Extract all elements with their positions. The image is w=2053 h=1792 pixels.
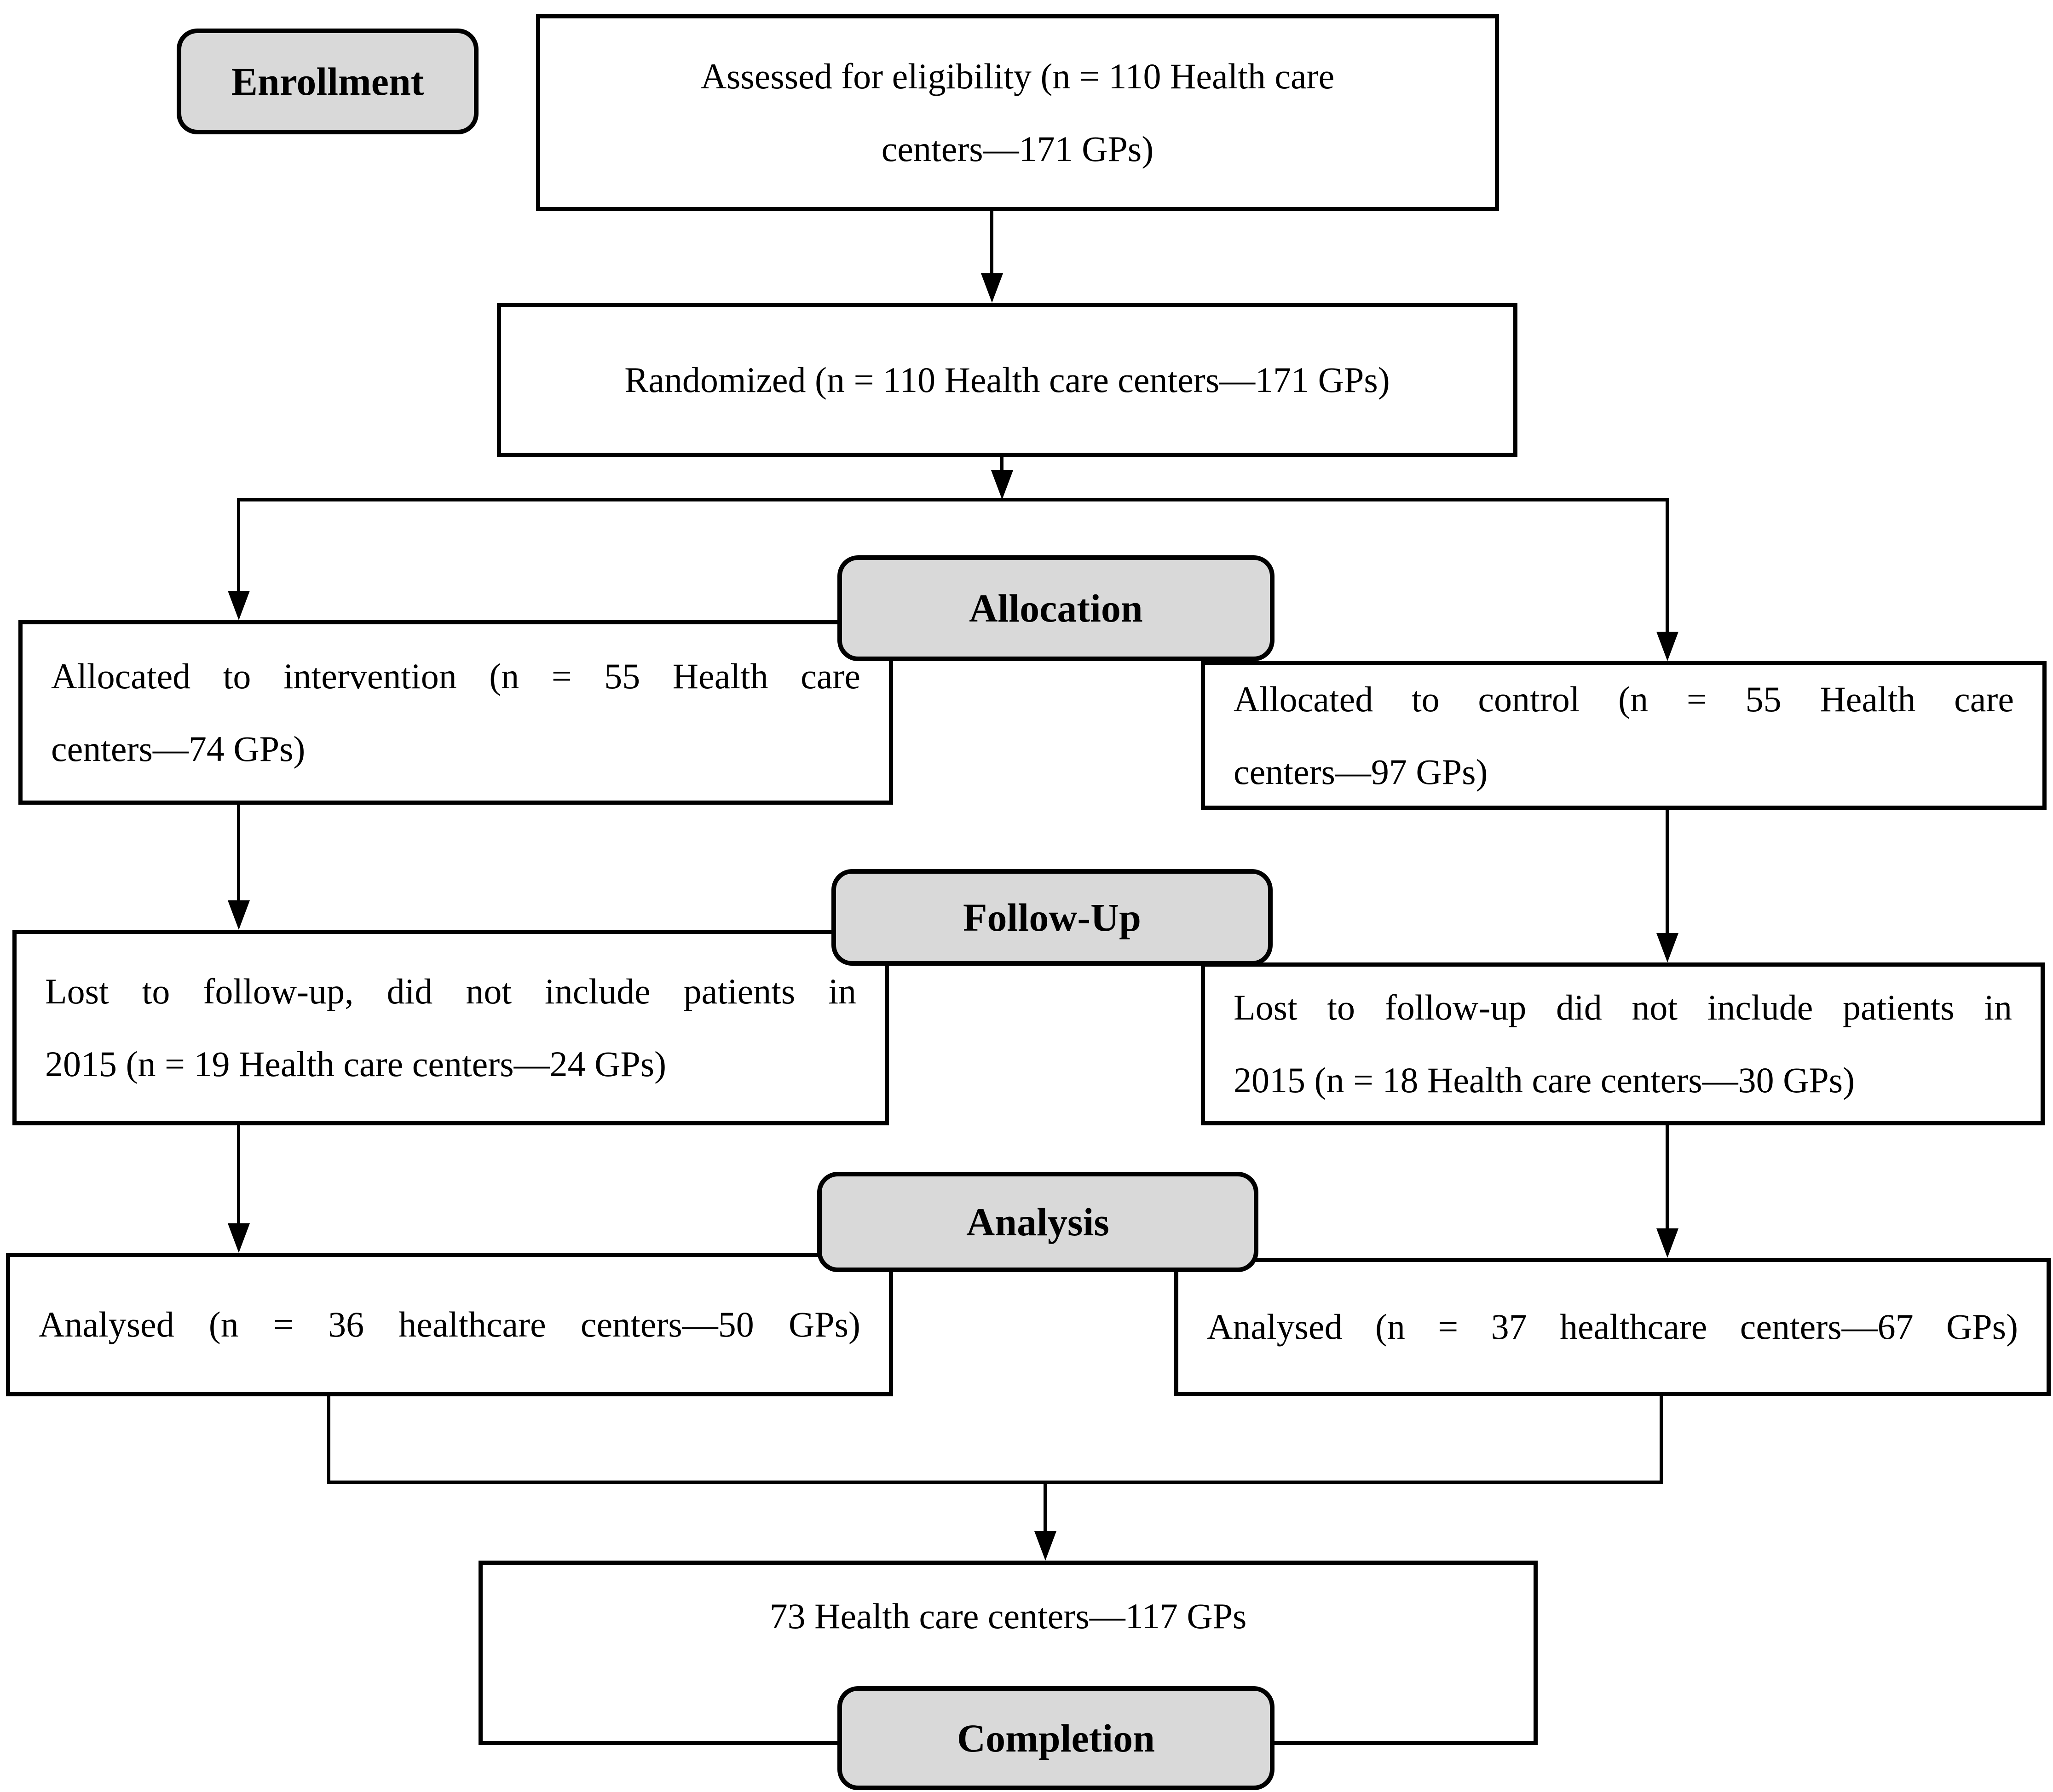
box-assessed-eligibility: Assessed for eligibility (n = 110 Health… — [536, 14, 1499, 211]
stage-label-enrollment: Enrollment — [177, 29, 479, 134]
box-allocated-intervention-line-1: Allocated to intervention (n = 55 Health… — [51, 656, 860, 696]
stage-label-analysis: Analysis — [817, 1172, 1258, 1272]
stage-label-completion: Completion — [837, 1686, 1274, 1790]
box-analysed-control: Analysed (n = 37 healthcare centers—67 G… — [1174, 1258, 2051, 1396]
box-lost-intervention-line-2: 2015 (n = 19 Health care centers—24 GPs) — [45, 1043, 667, 1084]
box-assessed-line-2: centers—171 GPs) — [881, 129, 1154, 169]
arrowhead-lost-intervention — [228, 900, 250, 930]
box-allocated-control-line-2: centers—97 GPs) — [1234, 751, 1488, 792]
arrowhead-intervention — [228, 591, 250, 620]
arrowhead-analysed-left — [228, 1223, 250, 1253]
box-lost-intervention-line-1: Lost to follow-up, did not include patie… — [45, 971, 856, 1011]
arrowhead-completion — [1034, 1531, 1056, 1561]
box-allocated-intervention: Allocated to intervention (n = 55 Health… — [18, 620, 893, 805]
connector-merge-completion — [1044, 1484, 1047, 1533]
connector-control-lost — [1666, 810, 1669, 935]
connector-randomized-split — [1000, 457, 1003, 472]
split-line — [237, 498, 1669, 501]
box-allocated-control: Allocated to control (n = 55 Health care… — [1201, 661, 2047, 810]
box-analysed-control-line-1: Analysed (n = 37 healthcare centers—67 G… — [1207, 1307, 2018, 1347]
box-lost-control-line-2: 2015 (n = 18 Health care centers—30 GPs) — [1234, 1060, 1855, 1100]
merge-line — [327, 1481, 1663, 1484]
box-lost-intervention: Lost to follow-up, did not include patie… — [12, 930, 889, 1125]
arrowhead-randomized — [981, 273, 1003, 303]
box-lost-control: Lost to follow-up did not include patien… — [1201, 962, 2045, 1125]
connector-assessed-randomized — [990, 211, 993, 275]
arrowhead-analysed-right — [1656, 1228, 1678, 1258]
connector-lost-analysed-right — [1666, 1125, 1669, 1230]
connector-split-intervention — [237, 500, 240, 593]
arrowhead-lost-control — [1656, 933, 1678, 962]
box-completion-total-line-1: 73 Health care centers—117 GPs — [769, 1596, 1247, 1636]
stage-label-allocation: Allocation — [837, 555, 1274, 661]
box-allocated-intervention-line-2: centers—74 GPs) — [51, 728, 306, 769]
arrowhead-split — [991, 470, 1013, 500]
connector-merge-left — [327, 1396, 330, 1484]
box-analysed-intervention-line-1: Analysed (n = 36 healthcare centers—50 G… — [39, 1304, 860, 1344]
arrowhead-control — [1656, 632, 1678, 661]
box-randomized: Randomized (n = 110 Health care centers—… — [497, 303, 1517, 457]
connector-merge-right — [1660, 1396, 1663, 1484]
stage-label-followup: Follow-Up — [831, 869, 1273, 966]
box-randomized-line-1: Randomized (n = 110 Health care centers—… — [624, 359, 1390, 400]
box-analysed-intervention: Analysed (n = 36 healthcare centers—50 G… — [6, 1253, 893, 1396]
box-assessed-line-1: Assessed for eligibility (n = 110 Health… — [700, 56, 1335, 96]
connector-lost-analysed-left — [237, 1125, 240, 1225]
connector-split-control — [1666, 500, 1669, 634]
box-lost-control-line-1: Lost to follow-up did not include patien… — [1234, 987, 2012, 1027]
box-allocated-control-line-1: Allocated to control (n = 55 Health care — [1234, 679, 2014, 719]
connector-intervention-lost — [237, 805, 240, 902]
